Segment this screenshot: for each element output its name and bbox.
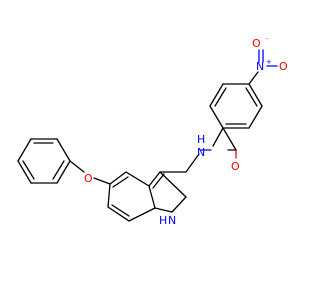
amide-group <box>200 127 237 159</box>
nitro-group <box>248 49 278 85</box>
nitro-nitrogen-charge: + <box>266 58 272 66</box>
ether-oxygen-label: O <box>84 172 93 185</box>
benzyl-ether <box>69 160 111 185</box>
amide-nitrogen-label: N <box>197 146 205 159</box>
nitrophenyl-ring <box>209 83 263 129</box>
nitro-oxygen-right-label: O <box>279 60 288 73</box>
amide-hydrogen-label: H <box>197 133 205 146</box>
indole-hydrogen-label: H <box>159 214 167 227</box>
nitro-nitrogen-label: N <box>256 60 264 73</box>
nitro-oxygen-top-charge: - <box>266 35 269 43</box>
nitro-oxygen-top-label: O <box>252 37 261 50</box>
chemical-structure: O - N + O O N H O H N <box>17 35 288 227</box>
indole-nitrogen-label: N <box>168 214 176 227</box>
ethyl-linker <box>159 153 200 173</box>
atom-labels: O - N + O O N H O H N <box>84 35 288 227</box>
benzyl-ring <box>17 138 71 184</box>
carbonyl-oxygen-label: O <box>231 160 240 173</box>
indole-pyrrole-ring <box>148 171 187 213</box>
indole-benzene-ring <box>107 171 156 222</box>
